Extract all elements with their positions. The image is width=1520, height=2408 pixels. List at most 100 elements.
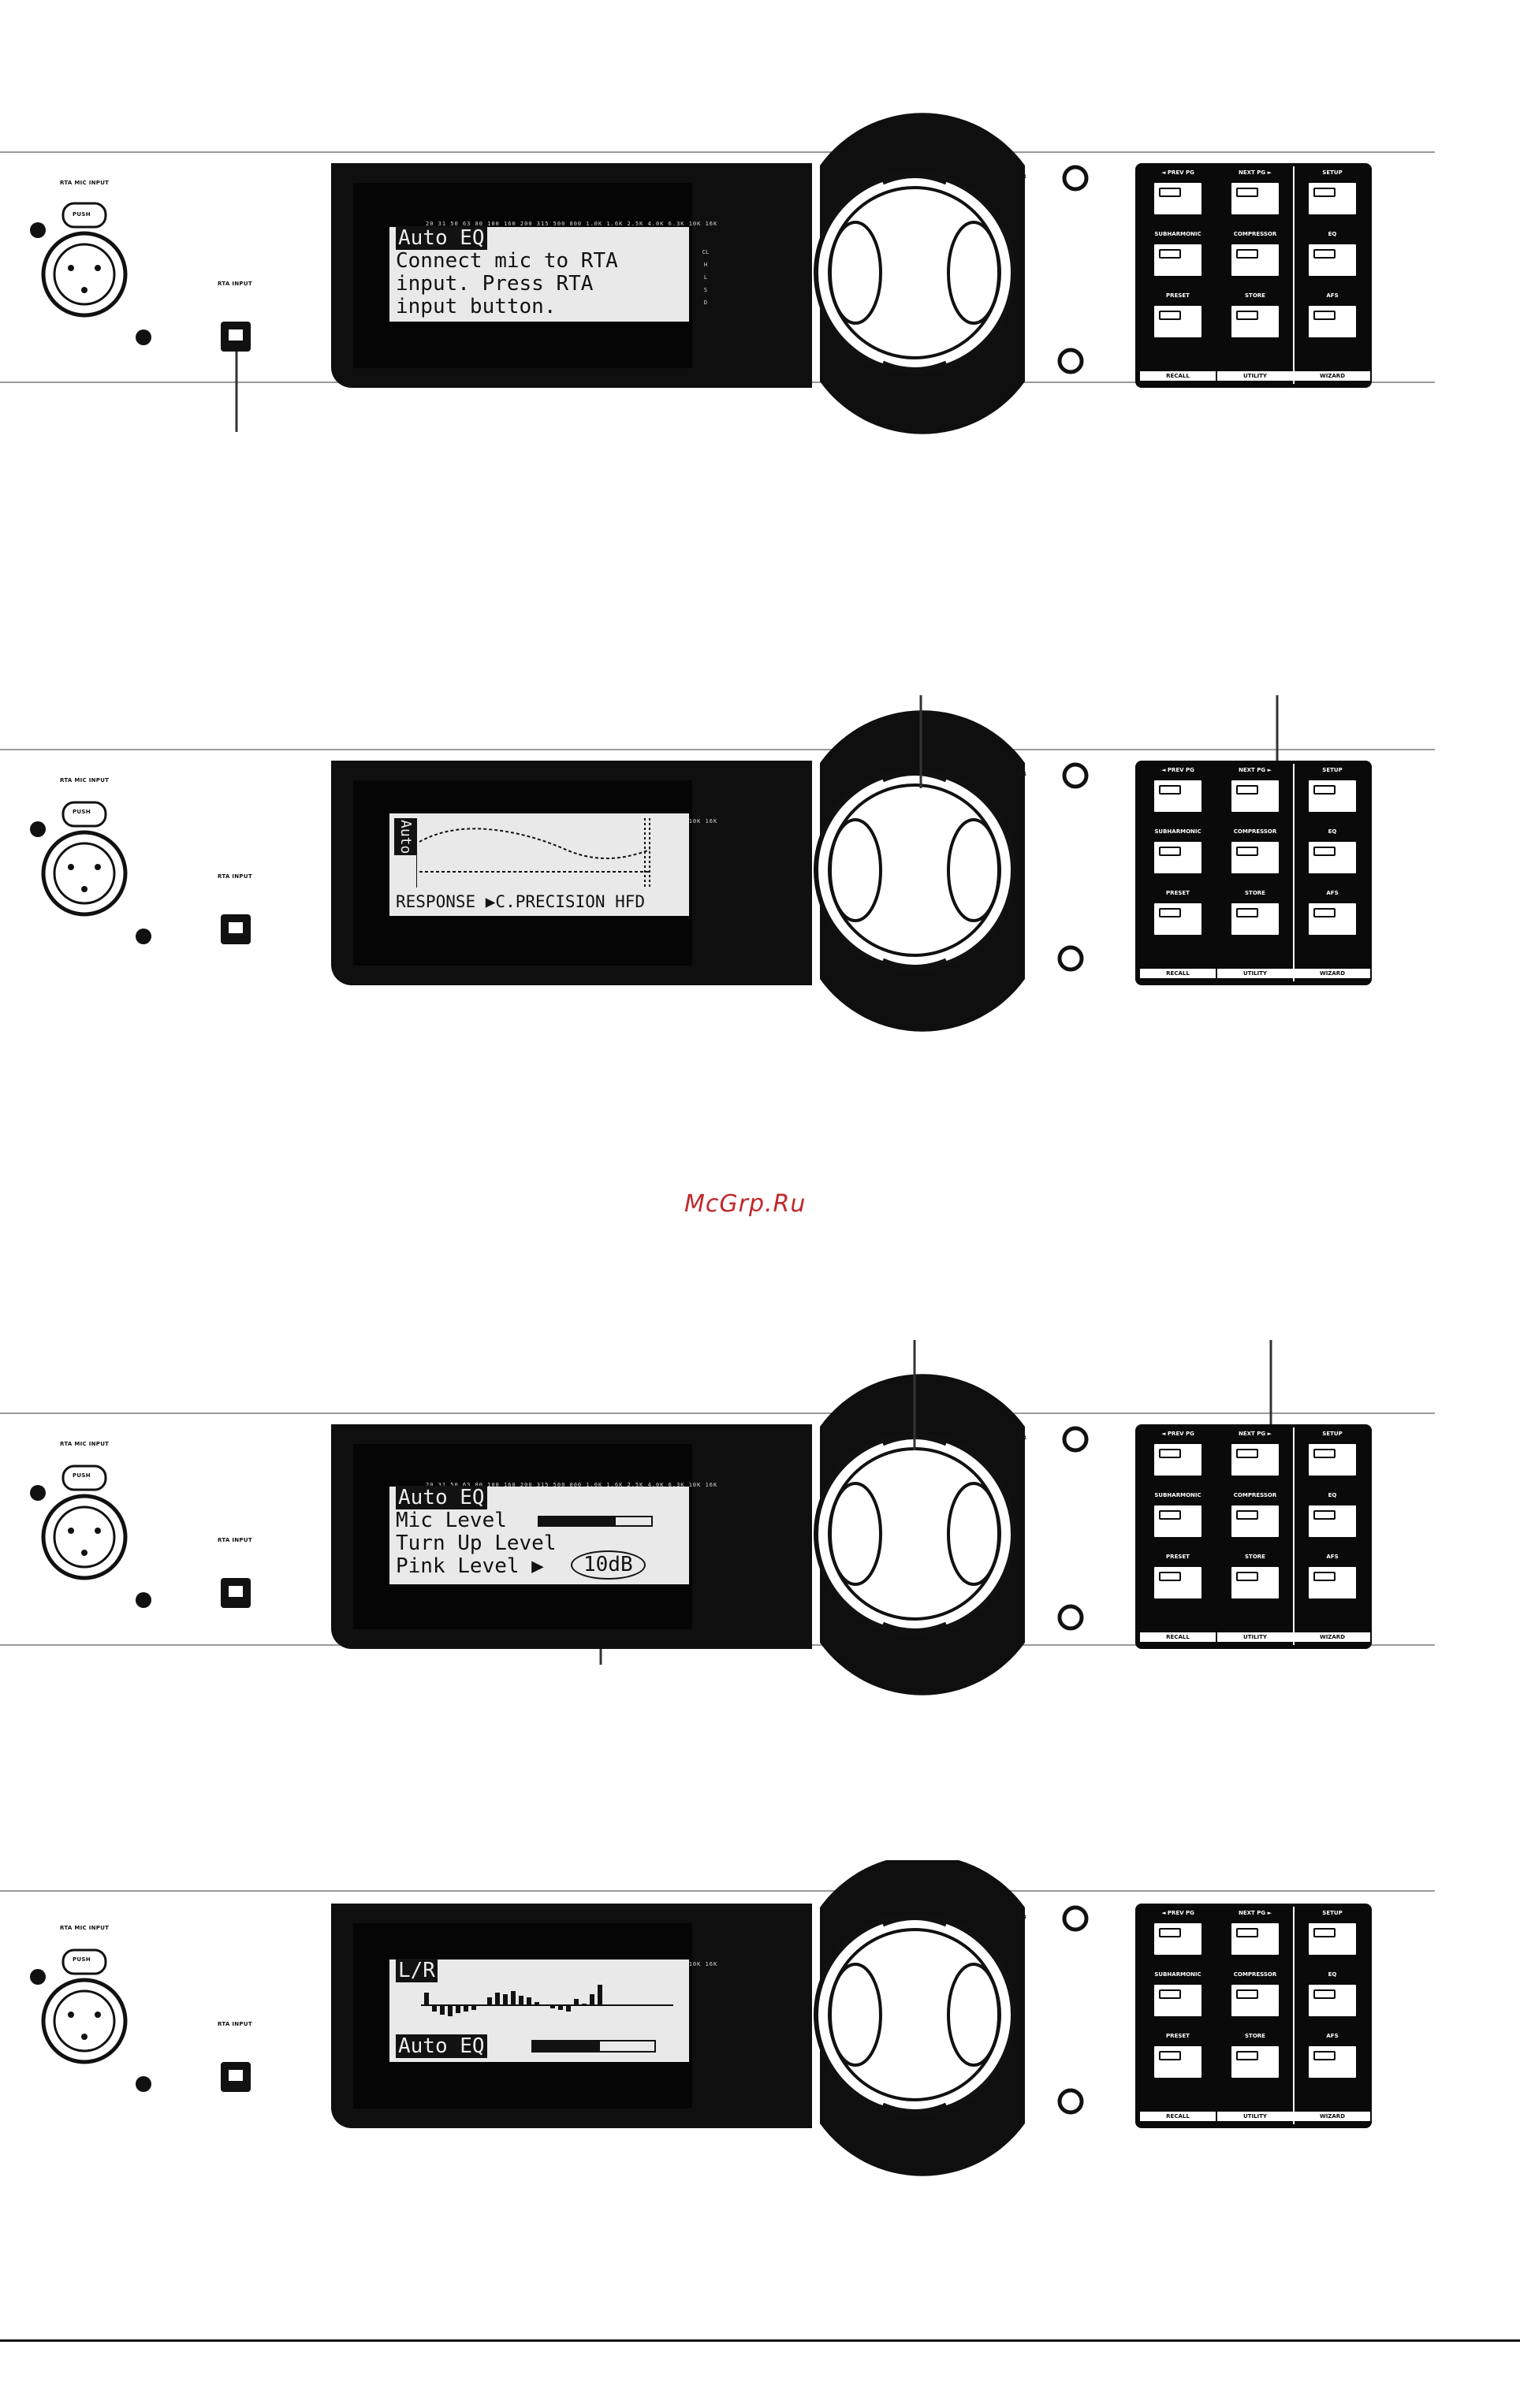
screen-3-line-2: Mic Level	[396, 1509, 507, 1532]
setup-button-label: SETUP	[1322, 1910, 1343, 1916]
preset-button[interactable]	[1152, 1565, 1204, 1601]
next-pg-button[interactable]	[1229, 778, 1281, 814]
next-pg-button[interactable]	[1229, 1921, 1281, 1957]
setup-button-label: SETUP	[1322, 767, 1343, 773]
afs-button[interactable]	[1306, 1565, 1358, 1601]
prev-pg-button[interactable]	[1152, 1921, 1204, 1957]
wizard-label: WIZARD	[1295, 371, 1370, 381]
prev-pg-button-label: ◄ PREV PG	[1161, 767, 1194, 773]
screen-1-line-4: input button.	[396, 295, 557, 318]
data-encoder-label: DATA ENCODER	[976, 1435, 1027, 1441]
screen-2-vertical-tag: Auto	[394, 818, 417, 856]
panel-2-art	[30, 695, 1279, 1032]
next-pg-button-label: NEXT PG ►	[1239, 767, 1272, 773]
panel-2: RTA MIC INPUT PUSH RTA INPUT DATA ENCODE…	[0, 662, 1520, 1072]
setup-button[interactable]	[1306, 1442, 1358, 1478]
screen-2-footer: RESPONSE ▶C.PRECISION HFD	[396, 892, 646, 911]
data-encoder-knob[interactable]	[814, 710, 1025, 1032]
store-button[interactable]	[1229, 303, 1281, 340]
setup-button[interactable]	[1306, 778, 1358, 814]
utility-label: UTILITY	[1217, 1632, 1293, 1642]
setup-button-label: SETUP	[1322, 169, 1343, 176]
pink-level-value[interactable]: 10dB	[571, 1550, 646, 1580]
xlr-input-connector[interactable]	[30, 801, 151, 944]
preset-button[interactable]	[1152, 303, 1204, 340]
prev-pg-button[interactable]	[1152, 1442, 1204, 1478]
setup-button[interactable]	[1306, 1921, 1358, 1957]
afs-button-label: AFS	[1326, 292, 1339, 299]
subharmonic-button[interactable]	[1152, 242, 1204, 278]
rta-input-label: RTA MIC INPUT	[60, 777, 110, 783]
store-button[interactable]	[1229, 1565, 1281, 1601]
push-label: PUSH	[73, 211, 91, 218]
data-encoder-knob[interactable]	[814, 1374, 1025, 1695]
screw-top	[1062, 165, 1089, 192]
setup-button-label: SETUP	[1322, 1431, 1343, 1437]
auto-eq-progress-bar	[531, 2040, 656, 2053]
preset-button-label: PRESET	[1166, 1554, 1190, 1560]
screen-3-line-3: Turn Up Level	[396, 1532, 557, 1555]
prev-pg-button[interactable]	[1152, 778, 1204, 814]
compressor-button-label: COMPRESSOR	[1233, 231, 1277, 237]
rta-bars-graph	[421, 1985, 673, 2016]
prev-pg-button-label: ◄ PREV PG	[1161, 1431, 1194, 1437]
compressor-button-label: COMPRESSOR	[1233, 1492, 1277, 1498]
afs-button-label: AFS	[1326, 2033, 1339, 2039]
next-pg-button[interactable]	[1229, 1442, 1281, 1478]
compressor-button[interactable]	[1229, 1982, 1281, 2019]
panel-3: RTA MIC INPUT PUSH RTA INPUT DATA ENCODE…	[0, 1324, 1520, 1734]
utility-label: UTILITY	[1217, 969, 1293, 978]
xlr-input-connector[interactable]	[30, 1465, 151, 1608]
rta-input-label: RTA MIC INPUT	[60, 180, 110, 186]
setup-button[interactable]	[1306, 181, 1358, 217]
next-pg-button[interactable]	[1229, 181, 1281, 217]
encoder-push-label: (PUSH)	[997, 782, 1020, 788]
next-pg-button-label: NEXT PG ►	[1239, 169, 1272, 176]
preset-button[interactable]	[1152, 2044, 1204, 2080]
preset-button[interactable]	[1152, 901, 1204, 937]
store-button[interactable]	[1229, 901, 1281, 937]
push-label: PUSH	[73, 809, 91, 815]
rta-button-label: RTA INPUT	[218, 873, 252, 880]
screen-4-tag: L/R	[396, 1959, 438, 1982]
prev-pg-button-label: ◄ PREV PG	[1161, 1910, 1194, 1916]
eq-button[interactable]	[1306, 242, 1358, 278]
compressor-button-label: COMPRESSOR	[1233, 1971, 1277, 1978]
lcd-freq-scale: 20 31 50 63 80 100 160 200 315 500 800 1…	[426, 221, 718, 227]
data-encoder-knob[interactable]	[814, 1860, 1025, 2176]
afs-button[interactable]	[1306, 901, 1358, 937]
compressor-button[interactable]	[1229, 1503, 1281, 1539]
xlr-input-connector[interactable]	[30, 1948, 151, 2092]
subharmonic-button[interactable]	[1152, 1982, 1204, 2019]
preset-button-label: PRESET	[1166, 2033, 1190, 2039]
compressor-button[interactable]	[1229, 242, 1281, 278]
compressor-button[interactable]	[1229, 839, 1281, 876]
wizard-label: WIZARD	[1295, 1632, 1370, 1642]
screen-1-line-3: input. Press RTA	[396, 272, 594, 296]
panel-4-art	[30, 1860, 1089, 2176]
wizard-label: WIZARD	[1295, 969, 1370, 978]
eq-button[interactable]	[1306, 1503, 1358, 1539]
wizard-label: WIZARD	[1295, 2112, 1370, 2121]
store-button[interactable]	[1229, 2044, 1281, 2080]
data-encoder-knob[interactable]	[814, 113, 1025, 434]
rta-button-label: RTA INPUT	[218, 1537, 252, 1543]
eq-button-label: EQ	[1328, 231, 1337, 237]
subharmonic-button[interactable]	[1152, 839, 1204, 876]
encoder-push-label: (PUSH)	[997, 1925, 1020, 1931]
next-pg-button-label: NEXT PG ►	[1239, 1910, 1272, 1916]
store-button-label: STORE	[1245, 890, 1265, 896]
utility-label: UTILITY	[1217, 371, 1293, 381]
utility-label: UTILITY	[1217, 2112, 1293, 2121]
afs-button[interactable]	[1306, 303, 1358, 340]
panel-1-art	[30, 113, 1089, 434]
eq-button[interactable]	[1306, 839, 1358, 876]
eq-button[interactable]	[1306, 1982, 1358, 2019]
encoder-push-label: (PUSH)	[997, 184, 1020, 191]
afs-button[interactable]	[1306, 2044, 1358, 2080]
prev-pg-button[interactable]	[1152, 181, 1204, 217]
subharmonic-button[interactable]	[1152, 1503, 1204, 1539]
xlr-input-connector[interactable]	[30, 202, 151, 345]
